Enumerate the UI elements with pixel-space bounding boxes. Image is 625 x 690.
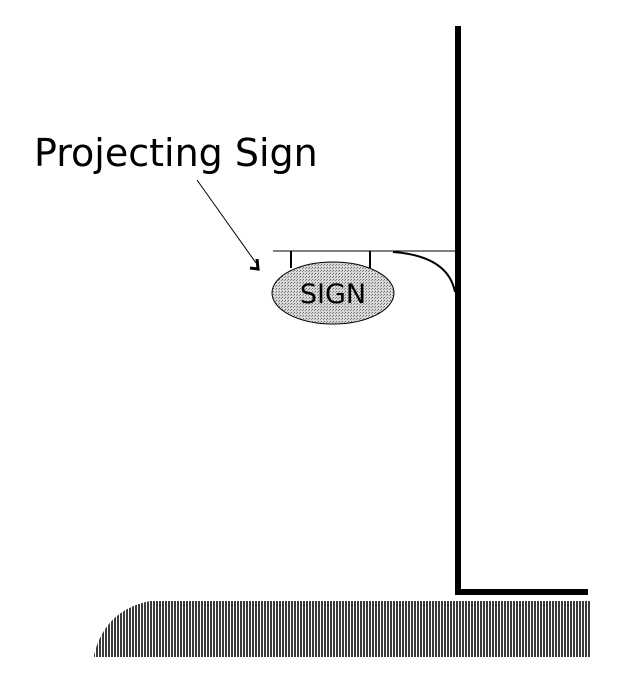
leader-line <box>196 179 257 264</box>
ground-area <box>94 601 590 657</box>
sign-text: SIGN <box>300 279 366 310</box>
callout-label: Projecting Sign <box>34 131 318 175</box>
bracket-brace <box>392 251 456 293</box>
sign-oval <box>271 261 395 325</box>
leader-arrowhead <box>249 258 260 271</box>
